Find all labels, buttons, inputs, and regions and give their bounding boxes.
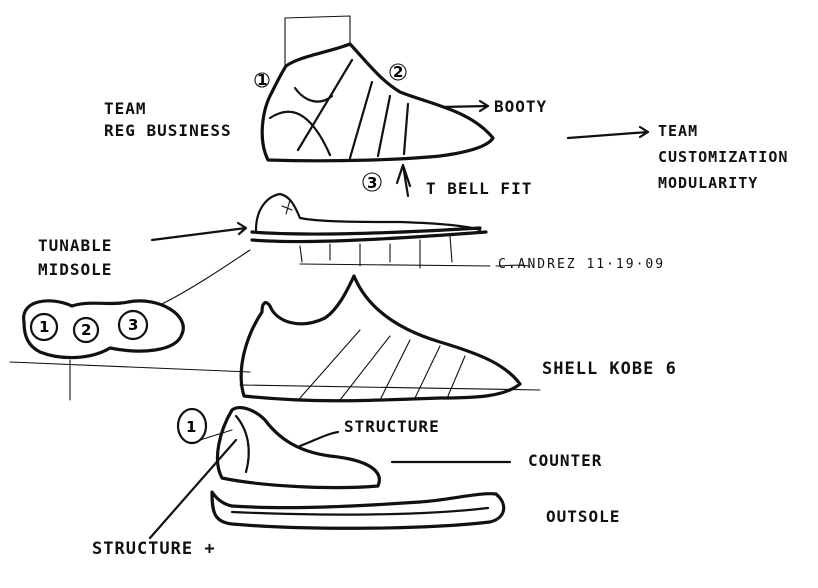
midsole-pod-mark bbox=[281, 199, 293, 215]
pod-number-1: 1 bbox=[39, 318, 49, 336]
shell-stripe-4 bbox=[414, 345, 441, 399]
structure-label: STRUCTURE bbox=[344, 417, 440, 436]
midsole-guide-line bbox=[299, 263, 491, 267]
counter-label: COUNTER bbox=[528, 451, 603, 470]
team-customization-line-3: MODULARITY bbox=[658, 174, 759, 192]
structure-callout-circle bbox=[176, 407, 208, 445]
structure-plus-line bbox=[148, 438, 238, 540]
team-reg-business-line-1: TEAM bbox=[104, 99, 147, 118]
team-reg-business-label: TEAM REG BUSINESS bbox=[104, 98, 232, 142]
structure-callout-number: 1 bbox=[186, 418, 196, 436]
team-customization-label: TEAM CUSTOMIZATION MODULARITY bbox=[658, 118, 788, 196]
pod-number-2: 2 bbox=[81, 321, 91, 339]
callout-circle-2 bbox=[389, 63, 407, 81]
tunable-midsole-arrow bbox=[150, 221, 248, 242]
team-reg-business-line-2: REG BUSINESS bbox=[104, 121, 232, 140]
tunable-midsole-line-2: MIDSOLE bbox=[38, 260, 113, 279]
tunable-midsole-line-1: TUNABLE bbox=[38, 236, 113, 255]
collar-top-outline bbox=[284, 15, 351, 46]
pod-guide-lines bbox=[9, 359, 251, 401]
shell-stripe-3 bbox=[379, 339, 411, 401]
designer-signature: C.ANDREZ 11·19·09 bbox=[498, 257, 666, 272]
pod-outsole-drawing bbox=[9, 299, 251, 401]
structure-plus-label: STRUCTURE + bbox=[92, 539, 216, 559]
pod-2 bbox=[72, 316, 100, 344]
outsole-outline bbox=[210, 490, 506, 530]
team-customization-line-2: CUSTOMIZATION bbox=[658, 148, 789, 166]
booty-strap-3 bbox=[376, 94, 392, 158]
booty-heel-curve bbox=[268, 110, 332, 157]
callout-circle-3 bbox=[362, 172, 382, 192]
shell-guide-line bbox=[239, 384, 541, 391]
booty-strap-1 bbox=[296, 58, 354, 152]
booty-upper-outline bbox=[260, 42, 495, 163]
pod-1 bbox=[29, 312, 59, 342]
pod-sole-outline bbox=[22, 299, 185, 360]
shell-label: SHELL KOBE 6 bbox=[542, 359, 677, 379]
tunable-midsole-label: TUNABLE MIDSOLE bbox=[38, 234, 112, 282]
callout-circle-1 bbox=[254, 72, 270, 88]
outsole-label: OUTSOLE bbox=[546, 507, 621, 526]
callout-number-3: 3 bbox=[367, 174, 377, 192]
callout-number-2: 2 bbox=[393, 63, 403, 81]
booty-ankle-curve bbox=[293, 86, 334, 103]
shell-stripe-2 bbox=[339, 335, 391, 401]
outsole-inner-line bbox=[230, 506, 490, 516]
midsole-top-line bbox=[250, 226, 482, 236]
booty-strap-2 bbox=[348, 80, 374, 160]
booty-label: BOOTY bbox=[494, 97, 548, 116]
outsole-drawing bbox=[210, 490, 506, 530]
pod-connector-line bbox=[159, 249, 251, 306]
booty-strap-4 bbox=[402, 102, 410, 156]
callout-number-1: 1 bbox=[257, 71, 267, 89]
shell-stripe-5 bbox=[447, 355, 466, 397]
team-customization-line-1: TEAM bbox=[658, 122, 699, 140]
customization-arrow bbox=[566, 125, 650, 140]
structure-arrow bbox=[298, 430, 340, 448]
booty-shoe-drawing bbox=[254, 15, 495, 198]
pod-number-3: 3 bbox=[128, 316, 138, 334]
midsole-bottom-line bbox=[250, 230, 488, 244]
midsole-drawing bbox=[250, 192, 491, 269]
bell-fit-label: T BELL FIT bbox=[426, 179, 533, 198]
shell-stripe-1 bbox=[299, 329, 361, 399]
bell-fit-arrow bbox=[395, 163, 412, 198]
counter-heel-curve bbox=[234, 414, 250, 474]
midsole-upper-outline bbox=[254, 192, 482, 232]
pod-3 bbox=[117, 309, 149, 341]
counter-callout-tick bbox=[199, 429, 233, 441]
shell-upper-outline bbox=[239, 274, 522, 403]
booty-arrow bbox=[440, 99, 490, 113]
shell-shoe-drawing bbox=[239, 274, 541, 403]
midsole-hatching bbox=[299, 235, 453, 269]
counter-drawing bbox=[176, 406, 381, 490]
signature-underline bbox=[495, 264, 531, 267]
counter-outline bbox=[215, 406, 381, 490]
